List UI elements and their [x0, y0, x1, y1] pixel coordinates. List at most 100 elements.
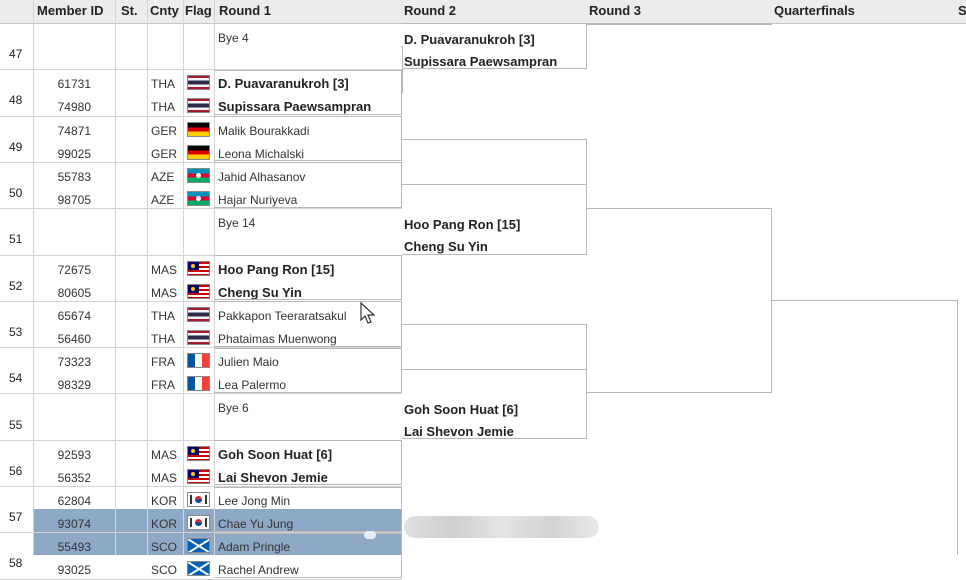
- country-code: THA: [151, 308, 175, 323]
- row-divider: [0, 115, 402, 117]
- kor-flag-icon: [187, 492, 210, 507]
- blurred-text: [404, 516, 599, 538]
- member-id[interactable]: 80605: [57, 285, 91, 300]
- mas-flag-icon: [187, 445, 210, 461]
- bracket-connector: [402, 163, 587, 255]
- player-name[interactable]: Supissara Paewsampran: [218, 99, 372, 115]
- header-round3[interactable]: Round 3: [589, 3, 641, 18]
- mas-flag-icon: [187, 468, 210, 484]
- column-divider: [183, 0, 184, 555]
- header-status[interactable]: St.: [121, 3, 138, 18]
- member-id[interactable]: 74980: [57, 100, 91, 115]
- round2-player[interactable]: Cheng Su Yin: [404, 239, 488, 254]
- header-next-round[interactable]: S: [958, 3, 966, 18]
- round2-player[interactable]: Goh Soon Huat [6]: [404, 402, 519, 417]
- player-name[interactable]: Leona Michalski: [218, 146, 305, 161]
- round1-match-box: [214, 255, 402, 301]
- player-name[interactable]: Lee Jong Min: [218, 494, 291, 508]
- row-divider: [0, 69, 402, 71]
- country-code: THA: [151, 100, 175, 115]
- player-name[interactable]: Chae Yu Jung: [218, 517, 294, 531]
- row-divider: [0, 532, 402, 534]
- member-id[interactable]: 93025: [57, 563, 91, 578]
- draw-number: 56: [9, 463, 23, 478]
- member-id[interactable]: 62804: [57, 494, 91, 508]
- bracket-connector: [587, 208, 772, 393]
- country-code: SCO: [151, 540, 178, 555]
- aze-flag-icon: [187, 167, 210, 183]
- member-id[interactable]: 56460: [57, 331, 91, 346]
- player-name[interactable]: Pakkapon Teeraratsakul: [218, 308, 347, 323]
- column-divider: [33, 0, 34, 555]
- header-round2[interactable]: Round 2: [404, 3, 456, 18]
- round2-player[interactable]: Supissara Paewsampran: [404, 54, 558, 69]
- row-divider: [0, 486, 402, 487]
- tha-flag-icon: [187, 306, 210, 322]
- bracket-connector: [402, 23, 587, 69]
- player-name[interactable]: Phataimas Muenwong: [218, 331, 337, 346]
- header-quarterfinals[interactable]: Quarterfinals: [774, 3, 855, 18]
- round1-match-box: [214, 69, 402, 116]
- member-id[interactable]: 74871: [57, 123, 91, 138]
- column-divider: [115, 0, 116, 555]
- country-code: AZE: [151, 192, 175, 207]
- row-divider: [0, 578, 402, 580]
- header-flag[interactable]: Flag: [185, 3, 212, 18]
- drag-indicator: [364, 531, 376, 539]
- round1-match-box: [214, 116, 402, 162]
- sco-flag-icon: [187, 538, 210, 554]
- player-name[interactable]: Lea Palermo: [218, 378, 287, 393]
- country-code: FRA: [151, 355, 175, 370]
- member-id[interactable]: 55493: [57, 540, 91, 555]
- member-id[interactable]: 61731: [57, 77, 91, 92]
- bye-label: Bye 14: [218, 216, 256, 231]
- player-name[interactable]: Jahid Alhasanov: [218, 169, 306, 184]
- bye-label: Bye 4: [218, 31, 249, 45]
- country-code: GER: [151, 123, 178, 138]
- country-code: MAS: [151, 285, 178, 300]
- kor-flag-icon: [187, 515, 210, 530]
- player-name[interactable]: Julien Maio: [218, 355, 279, 370]
- member-id[interactable]: 98329: [57, 378, 91, 393]
- player-name[interactable]: D. Puavaranukroh [3]: [218, 76, 349, 92]
- round1-match-box: [214, 440, 402, 486]
- round1-match-box: [214, 347, 402, 393]
- country-code: GER: [151, 146, 178, 161]
- row-divider: [0, 347, 402, 349]
- member-id[interactable]: 55783: [57, 169, 91, 184]
- member-id[interactable]: 99025: [57, 146, 91, 161]
- member-id[interactable]: 73323: [57, 355, 91, 370]
- row-divider: [0, 254, 402, 256]
- player-name[interactable]: Lai Shevon Jemie: [218, 469, 328, 485]
- bye-label: Bye 6: [218, 401, 249, 416]
- bracket-connector: [402, 347, 587, 439]
- round2-player[interactable]: Hoo Pang Ron [15]: [404, 217, 521, 232]
- draw-number: 58: [9, 556, 23, 571]
- player-name[interactable]: Hajar Nuriyeva: [218, 192, 298, 207]
- member-id[interactable]: 72675: [57, 262, 91, 277]
- header-round1[interactable]: Round 1: [219, 3, 271, 18]
- round2-player[interactable]: Lai Shevon Jemie: [404, 424, 514, 439]
- player-name[interactable]: Adam Pringle: [218, 540, 291, 555]
- player-name[interactable]: Cheng Su Yin: [218, 284, 302, 300]
- player-name[interactable]: Hoo Pang Ron [15]: [218, 261, 335, 277]
- row-divider: [0, 393, 402, 395]
- mouse-cursor-icon: [360, 302, 376, 324]
- member-id[interactable]: 56352: [57, 470, 91, 485]
- round2-player[interactable]: D. Puavaranukroh [3]: [404, 32, 535, 47]
- player-name[interactable]: Goh Soon Huat [6]: [218, 446, 333, 462]
- member-id[interactable]: 65674: [57, 308, 91, 323]
- player-name[interactable]: Malik Bourakkadi: [218, 123, 310, 138]
- header-member-id[interactable]: Member ID: [37, 3, 104, 18]
- member-id[interactable]: 93074: [57, 517, 91, 531]
- member-id[interactable]: 98705: [57, 192, 91, 207]
- draw-number: 51: [9, 232, 23, 247]
- row-divider: [0, 300, 402, 302]
- round1-match-box: [214, 486, 402, 532]
- country-code: SCO: [151, 563, 178, 578]
- member-id[interactable]: 92593: [57, 447, 91, 462]
- header-country[interactable]: Cnty: [150, 3, 179, 18]
- tha-flag-icon: [187, 98, 210, 114]
- country-code: KOR: [151, 494, 178, 508]
- fra-flag-icon: [187, 376, 210, 392]
